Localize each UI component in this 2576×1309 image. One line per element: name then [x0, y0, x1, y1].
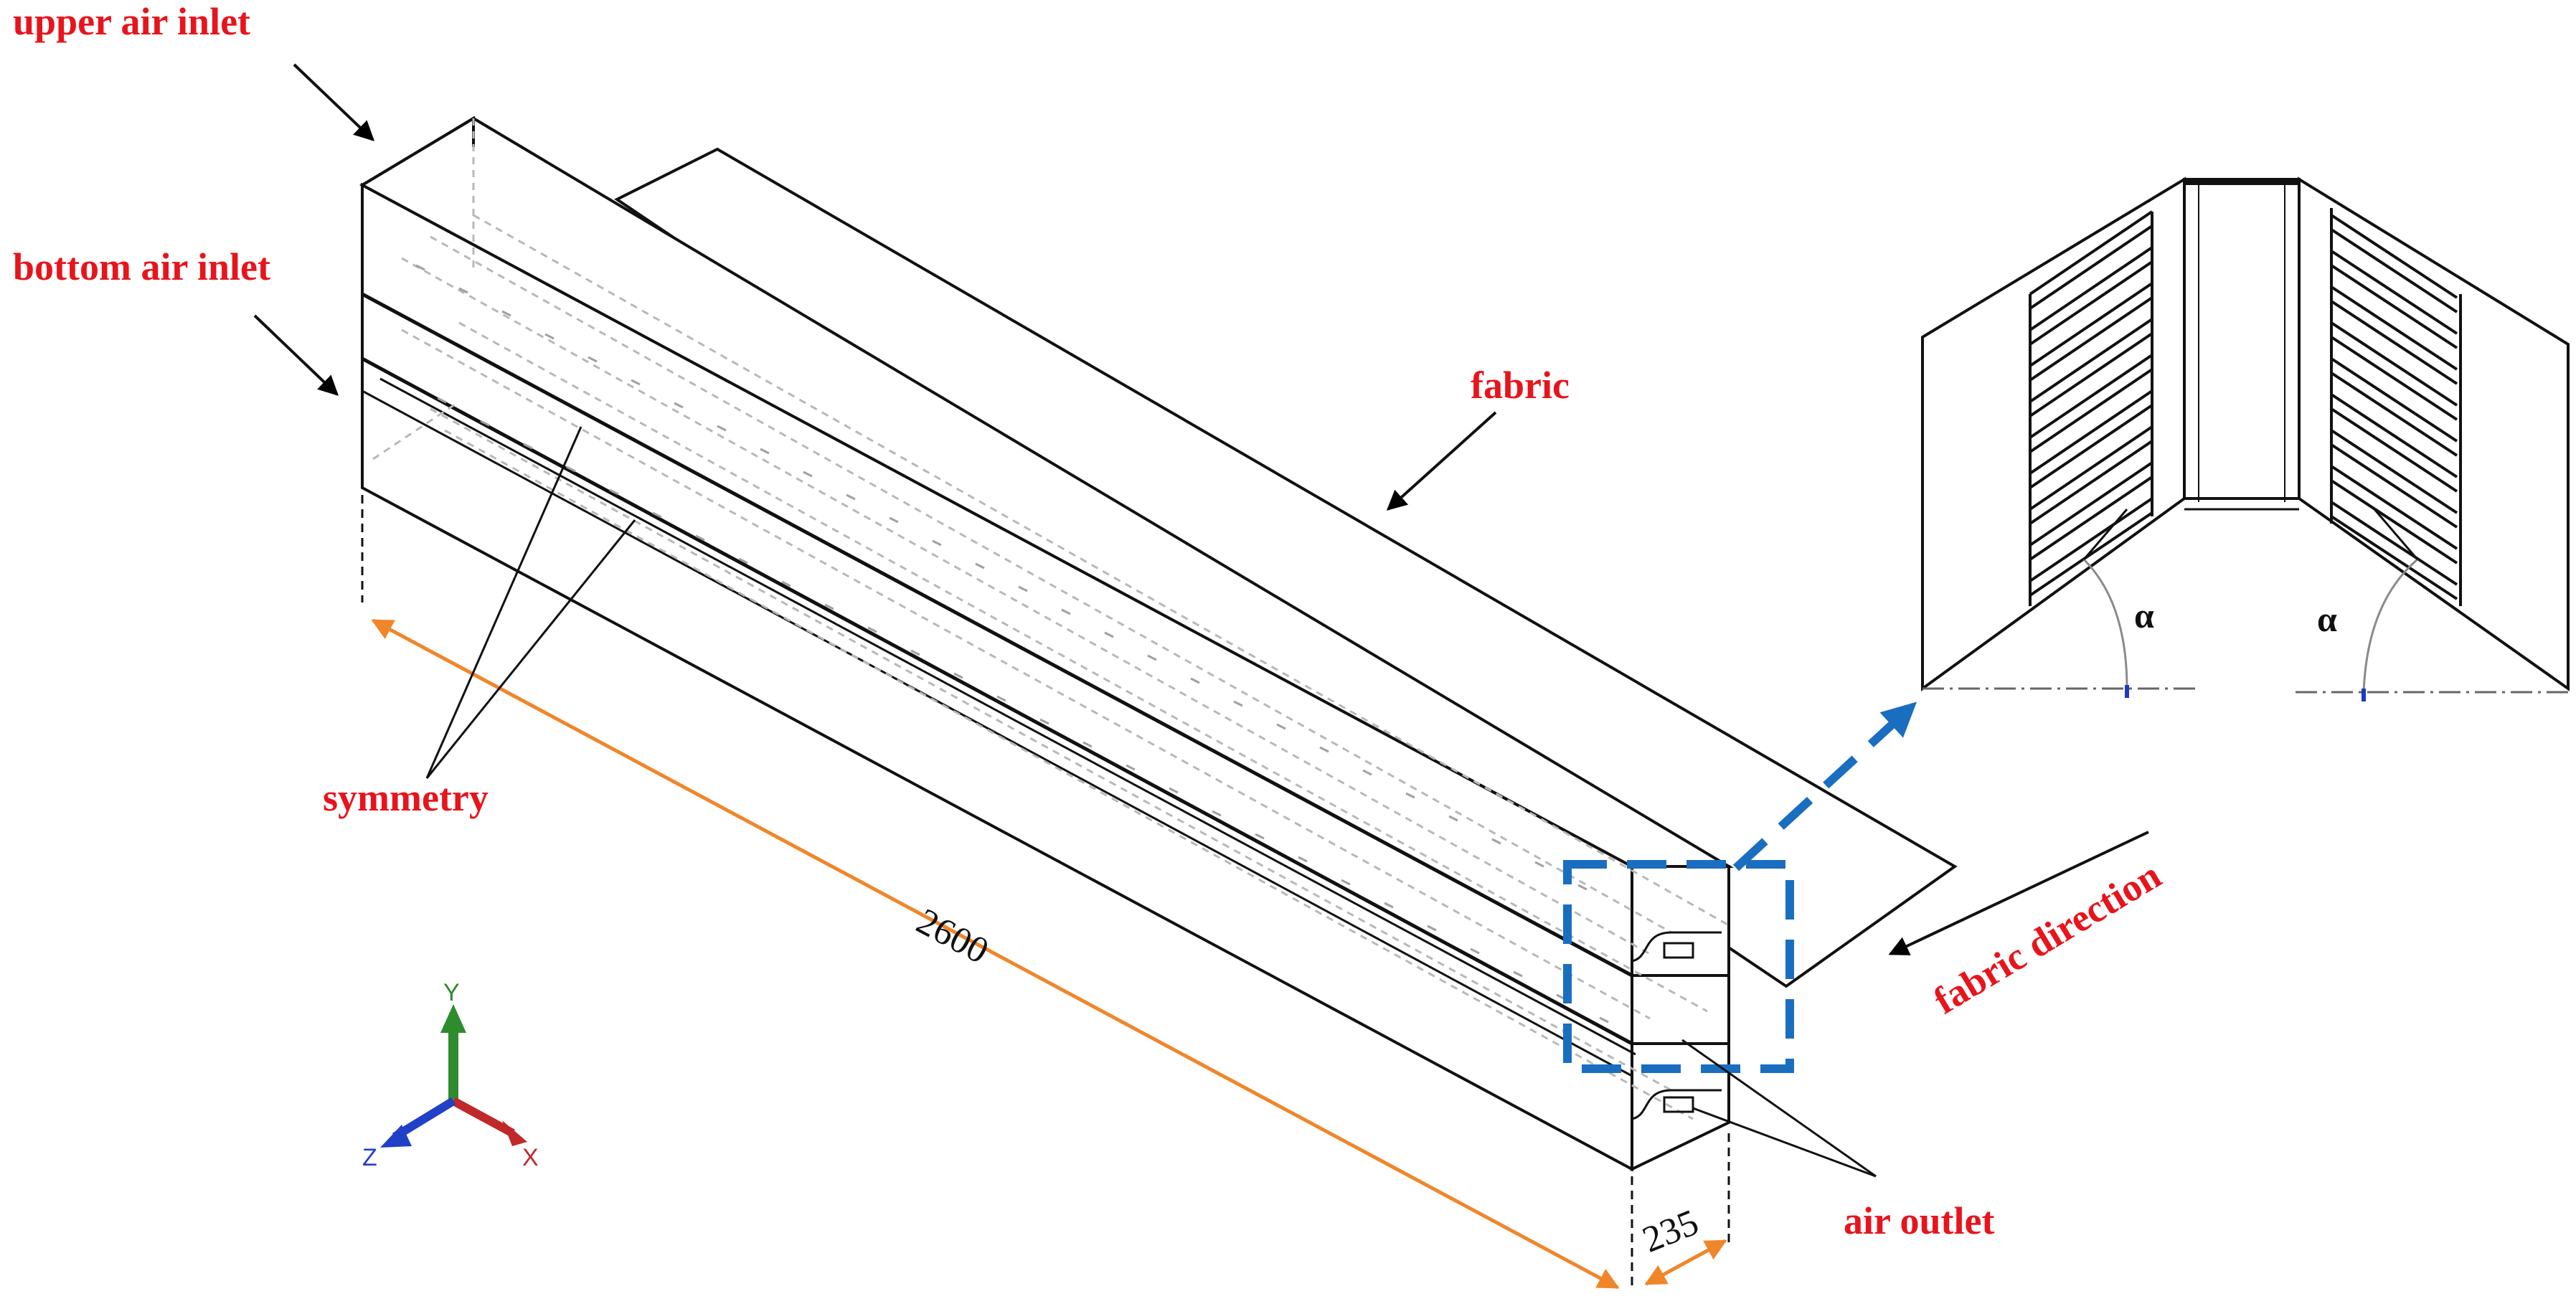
label-bottom-air-inlet: bottom air inlet — [13, 245, 270, 288]
dimension-length-label: 2600 — [910, 901, 995, 972]
leader-arrows — [253, 63, 2149, 955]
dimension-length — [361, 495, 1633, 1291]
outlet-nozzles — [1631, 931, 1722, 1120]
symmetry-leaders — [425, 426, 636, 779]
angle-reference-lines — [1922, 509, 2572, 701]
dimension-width — [1644, 1133, 1730, 1286]
detail-highlight-box — [1563, 860, 1794, 1073]
axis-label-y: Y — [443, 979, 460, 1006]
louver-slats-left — [2029, 210, 2153, 606]
dimension-width-label: 235 — [1637, 1202, 1704, 1261]
axis-triad — [380, 1004, 527, 1148]
detail-pointer-arrow — [1732, 701, 1917, 871]
angle-alpha-right: α — [2317, 599, 2337, 639]
label-fabric: fabric — [1471, 364, 1570, 407]
angle-alpha-left: α — [2134, 595, 2154, 635]
axis-label-x: X — [522, 1144, 539, 1171]
axis-label-z: Z — [362, 1144, 377, 1171]
nozzle-detail-inset — [1921, 176, 2570, 691]
label-symmetry: symmetry — [323, 776, 489, 819]
label-air-outlet: air outlet — [1844, 1199, 1994, 1242]
louver-slats-right — [2330, 208, 2462, 606]
label-upper-air-inlet: upper air inlet — [13, 0, 250, 43]
air-outlet-leaders — [1681, 1039, 1877, 1178]
